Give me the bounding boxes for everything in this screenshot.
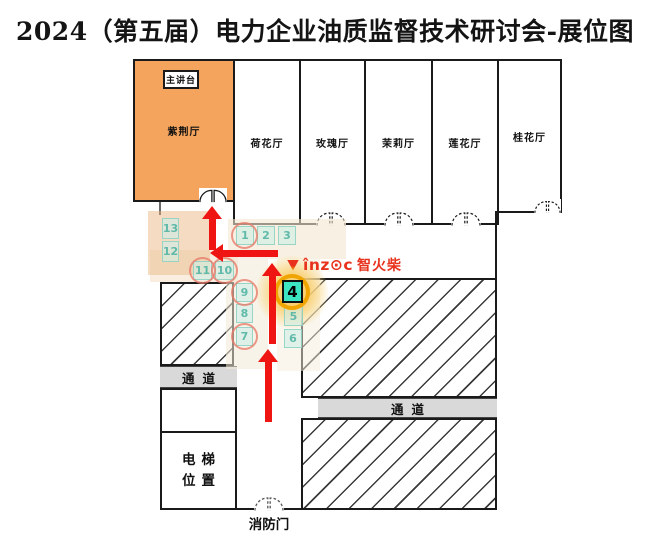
booth-13: 13 [162,218,179,239]
route-arrow-left-icon [210,244,278,262]
hatched-area-left [160,282,234,366]
booth-6: 6 [284,329,302,348]
room-hehua-hall: 荷花厅 [233,59,301,225]
wall-stub [159,202,161,215]
room-guihua-hall: 桂花厅 [497,59,562,213]
booth-1-marker-circle [231,222,258,249]
fire-door-label: 消防门 [248,517,290,533]
aisle-bar-left: 通道 [160,366,237,388]
room-hehua-label: 荷花厅 [250,138,284,150]
room-lianhua-hall: 莲花厅 [431,59,499,225]
booth-3: 3 [278,226,296,245]
room-zijin-label: 紫荆厅 [167,127,201,138]
route-arrow-to-zijin-icon [202,206,222,250]
guihua-door-arc-icon [534,199,561,218]
aisle-left-label: 通道 [181,370,223,386]
room-guihua-label: 桂花厅 [513,132,546,144]
route-arrow-mid-icon [262,263,282,344]
route-arrow-entry-icon [258,349,278,422]
logo-triangle-icon [287,259,299,271]
main-stage-label: 主讲台 [165,76,196,86]
elevator-label-line1: 电梯 [182,451,221,468]
booth-10-marker-circle [211,257,238,284]
zijin-door-arc-icon [199,188,227,207]
booth-9-marker-circle [231,279,258,306]
booth-2: 2 [257,226,275,245]
logo-inzoc: înz⊙c 智火柴 [287,255,402,275]
booth-12: 12 [162,241,179,262]
empty-room-box [160,388,237,433]
highlight-ring [274,274,310,310]
lianhua-door-arc-icon [451,211,481,230]
moli-door-arc-icon [384,211,414,230]
room-lianhua-label: 莲花厅 [448,138,482,150]
elevator-label-line2: 位置 [182,472,221,489]
booth-4-highlighted: 4 [282,280,303,303]
room-meigui-hall: 玫瑰厅 [299,59,366,225]
elevator-box: 电梯 位置 [160,431,237,510]
hatched-area-bottom-right [301,418,497,510]
room-meigui-label: 玫瑰厅 [316,138,349,150]
meigui-door-arc-icon [316,211,346,230]
fire-door-arc-icon [254,496,284,515]
main-stage-box: 主讲台 [163,70,199,89]
logo-cjk-text: 智火柴 [357,258,403,274]
logo-latin-text: înz⊙c [303,256,354,274]
booth-8: 8 [236,304,253,323]
room-moli-label: 茉莉厅 [382,138,415,150]
aisle-right-label: 通道 [390,401,432,417]
room-moli-hall: 茉莉厅 [364,59,433,225]
aisle-bar-right: 通道 [318,398,497,418]
hatched-area-top-right [301,278,497,398]
booth-7-marker-circle [231,323,258,350]
page-title: 2024（第五届）电力企业油质监督技术研讨会-展位图 [16,17,634,46]
